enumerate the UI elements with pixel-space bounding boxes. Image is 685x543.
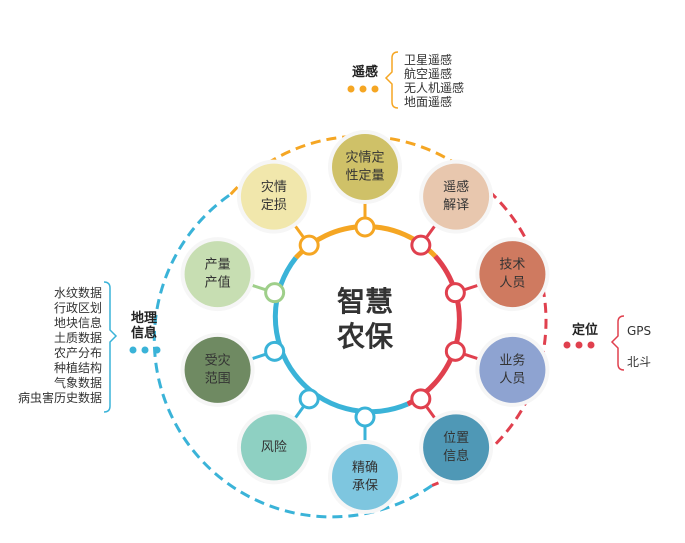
ring-joint-output-value (264, 282, 286, 304)
remote-sensing-group: 遥感 卫星遥感 航空遥感 无人机遥感 地面遥感 (347, 51, 464, 109)
node-label: 解译 (443, 198, 469, 213)
center-title-line2: 农保 (336, 320, 394, 353)
node-risk: 风险 (236, 410, 311, 485)
node-label: 产值 (205, 275, 231, 291)
node-circle (479, 241, 546, 308)
node-label: 技术 (499, 258, 525, 273)
positioning-title: 定位 (571, 322, 598, 338)
ring-joint-business-staff (444, 340, 466, 362)
geo-item: 地块信息 (54, 315, 102, 330)
node-label: 人员 (499, 371, 525, 386)
node-circle (184, 241, 251, 308)
ring-joint-technical-staff (444, 282, 466, 304)
geo-item: 土质数据 (54, 330, 102, 345)
node-circle (423, 163, 490, 230)
ring-joint-disaster-qual-quant (354, 216, 376, 238)
node-label: 位置 (443, 431, 469, 446)
remote-sensing-brace (384, 51, 399, 109)
ring-joint-disaster-area (264, 340, 286, 362)
geo-info-brace (103, 281, 118, 413)
node-label: 灾情 (261, 179, 287, 195)
remote-item: 地面遥感 (404, 94, 452, 109)
node-circle (423, 414, 490, 481)
node-circle (332, 134, 398, 200)
ring-joint-risk (298, 388, 320, 410)
center-title-line1: 智慧 (337, 285, 393, 318)
node-label: 精确 (352, 461, 378, 476)
positioning-group: 定位 GPS 北斗 (563, 315, 651, 371)
ring-joint-remote-sensing-interpretation (410, 234, 432, 256)
node-label: 产量 (205, 258, 231, 273)
remote-item: 航空遥感 (404, 66, 452, 81)
remote-item: 卫星遥感 (404, 52, 452, 67)
node-label: 受灾 (205, 352, 231, 368)
geo-item: 水纹数据 (54, 285, 102, 300)
geo-info-title-line2: 信息 (131, 325, 157, 341)
ring-joint-precise-underwriting (354, 406, 376, 428)
geo-info-title-line1: 地理 (131, 310, 157, 326)
geo-item: 种植结构 (54, 360, 102, 375)
positioning-item: 北斗 (627, 355, 651, 369)
node-circle (240, 163, 307, 230)
inner-ring-red (406, 254, 462, 407)
geo-info-group: 地理 信息 水纹数据 行政区划 地块信息 土质数据 农产分布 种植结构 气象数据… (18, 281, 161, 413)
node-circle (479, 336, 546, 403)
outer-dashed-ring-blue (152, 192, 433, 519)
node-label: 业务 (499, 352, 525, 368)
node-circle (332, 444, 398, 510)
geo-item: 行政区划 (54, 301, 102, 315)
node-label: 风险 (261, 440, 287, 455)
positioning-brace (610, 315, 625, 371)
geo-item: 气象数据 (54, 375, 102, 390)
node-label: 人员 (499, 276, 525, 291)
node-label: 遥感 (443, 179, 469, 195)
positioning-item: GPS (627, 324, 651, 338)
node-label: 范围 (205, 371, 231, 386)
geo-item: 病虫害历史数据 (18, 390, 102, 405)
node-circle (240, 414, 307, 481)
node-label: 定损 (261, 198, 287, 213)
geo-item: 农产分布 (54, 346, 102, 360)
ring-joint-location-info (410, 388, 432, 410)
node-label: 灾情定 (345, 150, 384, 166)
node-label: 信息 (443, 448, 469, 464)
node-label: 承保 (352, 479, 378, 494)
remote-item: 无人机遥感 (404, 80, 464, 95)
node-circle (184, 336, 251, 403)
node-label: 性定量 (345, 169, 384, 184)
remote-sensing-title: 遥感 (352, 64, 378, 80)
ring-joint-disaster-loss (298, 234, 320, 256)
